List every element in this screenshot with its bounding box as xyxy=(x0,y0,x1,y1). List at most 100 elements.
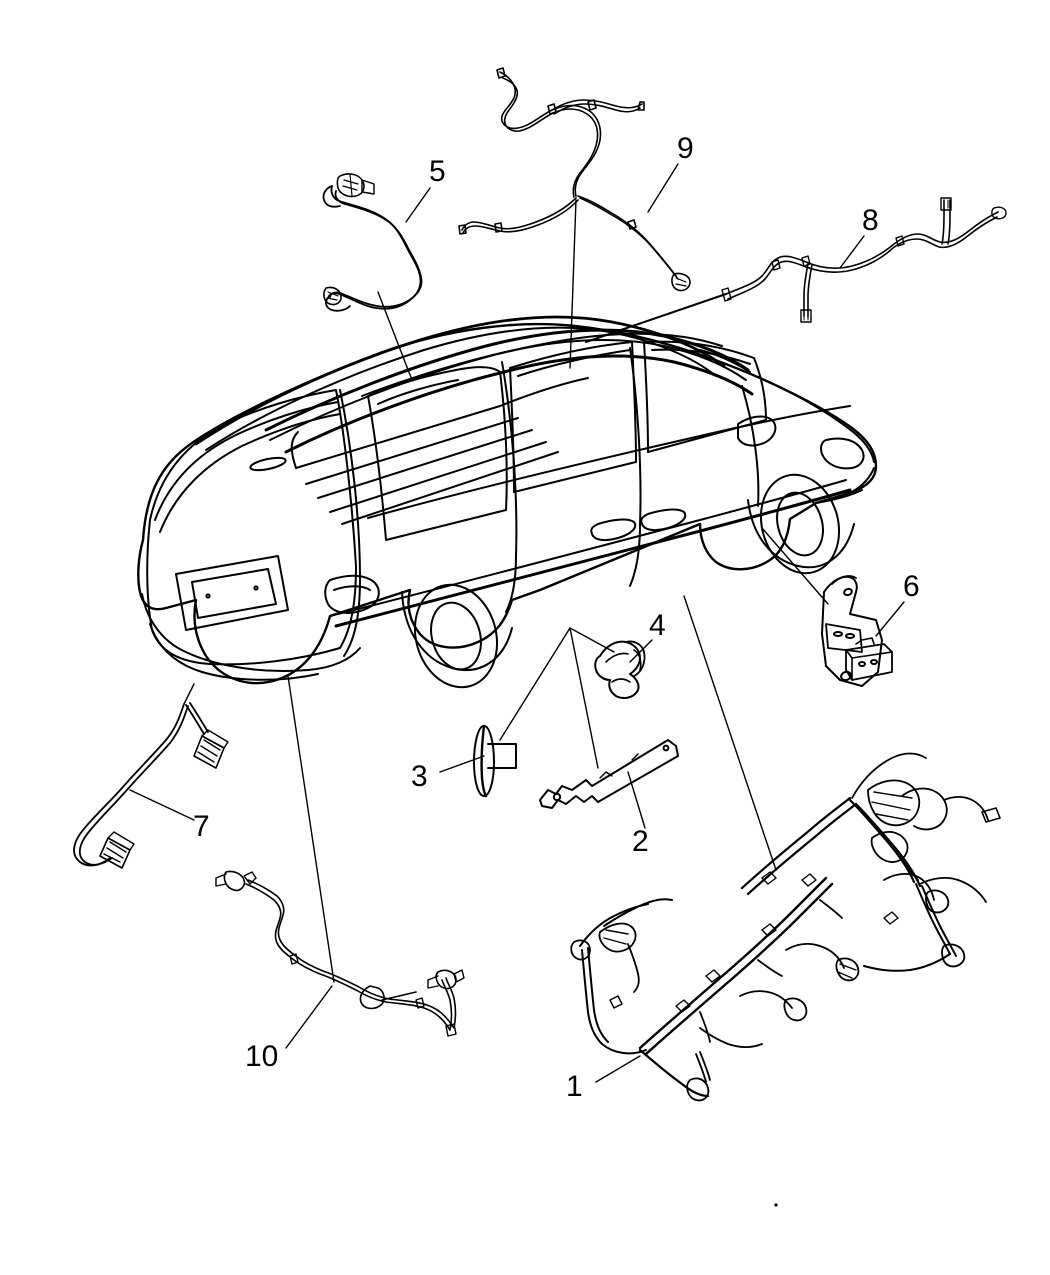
roof-rib-4 xyxy=(329,441,547,513)
p9-right-connector-detail xyxy=(675,277,687,287)
p1-upper-rail-2 xyxy=(746,802,858,896)
leader-5 xyxy=(405,187,431,223)
p6-block-pin-1 xyxy=(858,661,866,667)
p10-right-branch xyxy=(441,979,453,1031)
p8-clip-1 xyxy=(771,259,781,271)
p5-main-2 xyxy=(329,190,423,308)
headlamp xyxy=(820,437,865,470)
p4-inner-groove-2 xyxy=(611,678,631,683)
p3-flange xyxy=(473,725,495,797)
rear-quarter-glass xyxy=(367,366,508,541)
liftgate-handle xyxy=(249,456,287,472)
roof-rib-2 xyxy=(305,417,519,485)
leader-vehicle-to-9 xyxy=(569,199,577,369)
p1-upper-stub-conn xyxy=(981,807,1001,823)
p8-branch-up-conn xyxy=(940,197,952,211)
p1-clip-5 xyxy=(761,871,777,885)
p5-main xyxy=(327,185,422,310)
front-bumper-line xyxy=(851,467,875,493)
leader-vehicle-to-6 xyxy=(761,527,829,605)
leader-lines xyxy=(129,163,905,1083)
p8-branch-connector-ribs xyxy=(803,311,809,321)
quarter-glass-inner xyxy=(377,379,459,405)
leader-vehicle-to-7 xyxy=(183,683,195,705)
part-2-wiring-retainer-strap xyxy=(539,739,679,809)
leader-vehicle-to-10 xyxy=(287,675,335,983)
rear-tire xyxy=(413,583,499,689)
p3-flange-edge xyxy=(480,724,488,798)
callout-10: 10 xyxy=(245,1040,279,1073)
p10-tie-tail xyxy=(381,991,417,1001)
p9-clip-b xyxy=(587,99,597,111)
p1-mid-branch-b xyxy=(785,943,845,969)
p5-top-connector-detail xyxy=(342,173,359,197)
p1-mid-connector-a xyxy=(783,997,808,1022)
part-8-roof-side-rail-wiring xyxy=(721,197,1007,323)
p1-bottom-connector xyxy=(686,1077,710,1102)
p6-latch xyxy=(855,637,875,645)
p10-right-tab xyxy=(453,969,465,983)
liftgate-outline xyxy=(146,389,357,666)
p1-upper-rail xyxy=(740,796,852,890)
p8-branch-up-2 xyxy=(947,199,951,245)
p3-body xyxy=(487,743,517,769)
p10-main xyxy=(245,883,451,1031)
p10-right-connector xyxy=(435,969,457,990)
leader-vehicle-to-8 xyxy=(585,293,727,343)
p1-mid-connector-b-detail xyxy=(837,963,857,979)
p1-bottom-loop xyxy=(638,1048,710,1098)
p9-branch-up-2 xyxy=(553,103,641,115)
p4-body xyxy=(594,640,641,699)
p1-right-branch-up-conn xyxy=(925,889,950,914)
p1-clip-7 xyxy=(609,995,623,1009)
p2-hole-small xyxy=(662,744,670,752)
front-tire xyxy=(759,473,841,575)
leader-vehicle-to-3 xyxy=(499,627,571,741)
p9-trunk-2 xyxy=(502,77,599,198)
p1-clip-2 xyxy=(705,969,721,983)
front-wheel-rim xyxy=(776,491,824,557)
p1-bottom-lead xyxy=(695,1053,707,1083)
roof-rib-5 xyxy=(341,451,559,525)
p1-clip-6 xyxy=(883,911,899,925)
p10-right-end-clip xyxy=(445,1023,457,1037)
callout-7: 7 xyxy=(193,810,210,843)
p1-clip-1 xyxy=(675,999,691,1013)
callout-6: 6 xyxy=(903,570,920,603)
p2-hole-large xyxy=(552,792,562,802)
p7-branch xyxy=(185,704,205,735)
part-3-grommet-plug xyxy=(473,724,517,798)
callout-9: 9 xyxy=(677,132,694,165)
tail-lamp xyxy=(324,574,380,614)
p7-connector-lower-top xyxy=(107,831,135,851)
leader-3 xyxy=(439,755,485,773)
p7-connector-lower-face xyxy=(103,841,127,863)
p1-main-rail-2 xyxy=(644,882,834,1056)
p1-left-connector-cluster xyxy=(598,922,637,953)
callout-3: 3 xyxy=(411,760,428,793)
p10-main-2 xyxy=(247,879,454,1028)
rear-wheel-rim xyxy=(430,601,482,671)
callout-5: 5 xyxy=(429,155,446,188)
p4-neck xyxy=(625,640,646,677)
part-7-license-lamp-jumper-harness xyxy=(73,702,229,869)
callout-4: 4 xyxy=(649,609,666,642)
p5-top-connector-tab xyxy=(361,179,375,195)
p9-left-clip xyxy=(494,222,503,233)
p1-upper-stub-right xyxy=(943,796,989,821)
p6-block-pin-2 xyxy=(870,659,878,665)
p8-main-2 xyxy=(727,216,998,300)
p6-lower-hole xyxy=(840,670,852,682)
p1-right-loop-2 xyxy=(854,802,922,888)
p9-branch-up xyxy=(551,99,643,111)
vehicle-minivan xyxy=(137,315,878,689)
p8-branch-down-2 xyxy=(807,264,813,318)
p1-drop-lead-2 xyxy=(757,959,783,977)
rocker-line-2 xyxy=(334,488,852,628)
plate-screw-right xyxy=(253,585,259,591)
p10-right-connector-stub xyxy=(427,975,439,989)
p7-connector-upper-top xyxy=(201,729,229,749)
p1-left-conn-tail xyxy=(627,943,640,993)
p1-right-cross xyxy=(863,953,951,972)
